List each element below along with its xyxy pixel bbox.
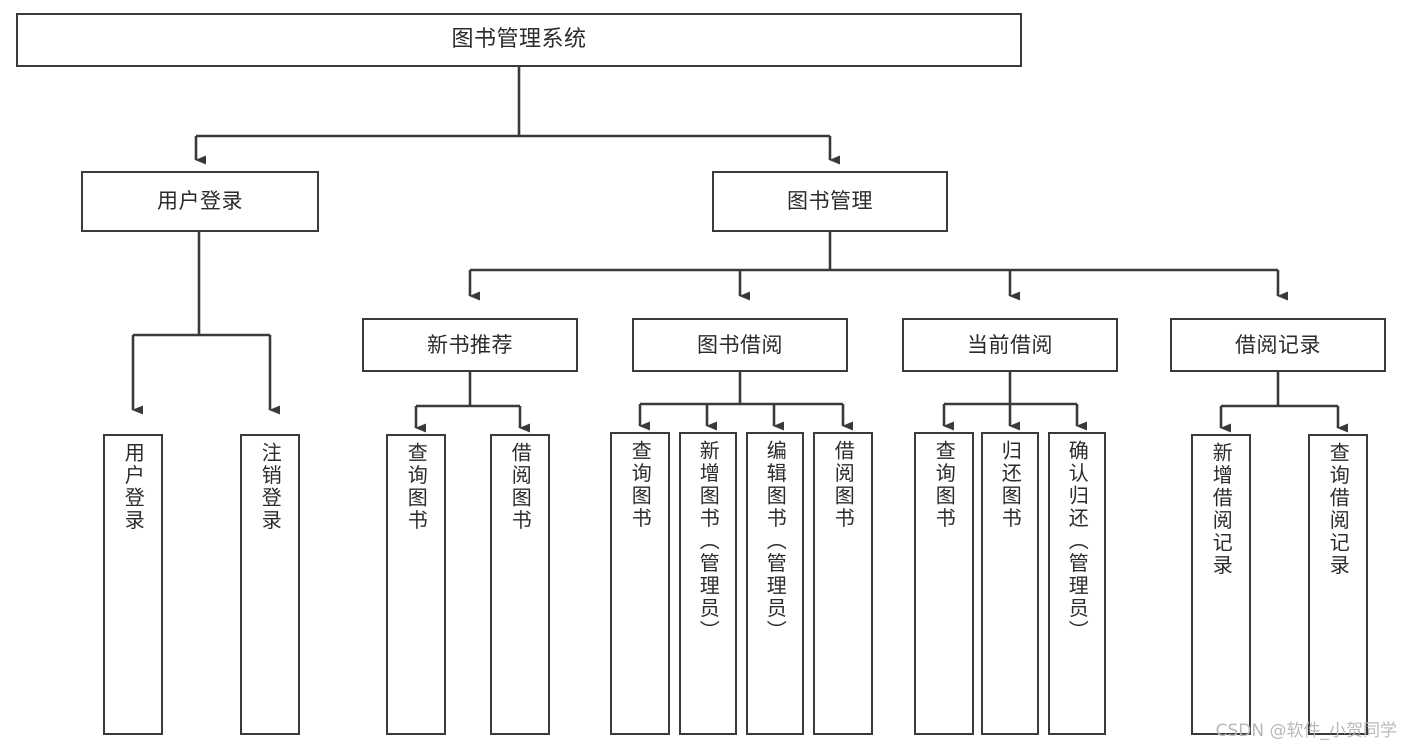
node-label: 用户登录 xyxy=(121,442,146,532)
node-label: 确认归还（管理员） xyxy=(1065,440,1090,643)
node-label: 当前借阅 xyxy=(967,332,1053,357)
node-book-borrow[interactable]: 图书借阅 xyxy=(632,318,848,372)
node-label: 借阅图书 xyxy=(831,440,856,530)
node-label: 用户登录 xyxy=(157,189,243,214)
leaf-record-query-record[interactable]: 查询借阅记录 xyxy=(1308,434,1368,735)
leaf-borrow-edit-book-admin[interactable]: 编辑图书（管理员） xyxy=(746,432,804,735)
node-book-management[interactable]: 图书管理 xyxy=(712,171,948,232)
node-label: 新书推荐 xyxy=(427,332,513,357)
node-label: 查询图书 xyxy=(404,442,429,532)
node-label: 图书借阅 xyxy=(697,332,783,357)
node-label: 借阅图书 xyxy=(508,442,533,532)
node-label: 图书管理系统 xyxy=(451,27,587,53)
node-label: 图书管理 xyxy=(787,189,873,214)
node-label: 查询借阅记录 xyxy=(1326,442,1351,577)
node-label: 借阅记录 xyxy=(1235,332,1321,357)
node-label: 新增图书（管理员） xyxy=(696,440,721,643)
node-label: 编辑图书（管理员） xyxy=(763,440,788,643)
leaf-current-confirm-return-admin[interactable]: 确认归还（管理员） xyxy=(1048,432,1106,735)
leaf-borrow-query-book[interactable]: 查询图书 xyxy=(610,432,670,735)
node-label: 查询图书 xyxy=(628,440,653,530)
node-borrow-record[interactable]: 借阅记录 xyxy=(1170,318,1386,372)
leaf-new-book-query[interactable]: 查询图书 xyxy=(386,434,446,735)
leaf-user-login-login[interactable]: 用户登录 xyxy=(103,434,163,735)
leaf-current-query-book[interactable]: 查询图书 xyxy=(914,432,974,735)
leaf-new-book-borrow[interactable]: 借阅图书 xyxy=(490,434,550,735)
node-user-login[interactable]: 用户登录 xyxy=(81,171,319,232)
node-label: 查询图书 xyxy=(932,440,957,530)
node-label: 归还图书 xyxy=(998,440,1023,530)
leaf-borrow-borrow-book[interactable]: 借阅图书 xyxy=(813,432,873,735)
node-root-library-system[interactable]: 图书管理系统 xyxy=(16,13,1022,67)
node-label: 注销登录 xyxy=(258,442,283,532)
node-new-book-recommend[interactable]: 新书推荐 xyxy=(362,318,578,372)
leaf-record-add-record[interactable]: 新增借阅记录 xyxy=(1191,434,1251,735)
leaf-current-return-book[interactable]: 归还图书 xyxy=(981,432,1039,735)
node-label: 新增借阅记录 xyxy=(1209,442,1234,577)
node-current-borrow[interactable]: 当前借阅 xyxy=(902,318,1118,372)
leaf-borrow-add-book-admin[interactable]: 新增图书（管理员） xyxy=(679,432,737,735)
leaf-user-login-logout[interactable]: 注销登录 xyxy=(240,434,300,735)
